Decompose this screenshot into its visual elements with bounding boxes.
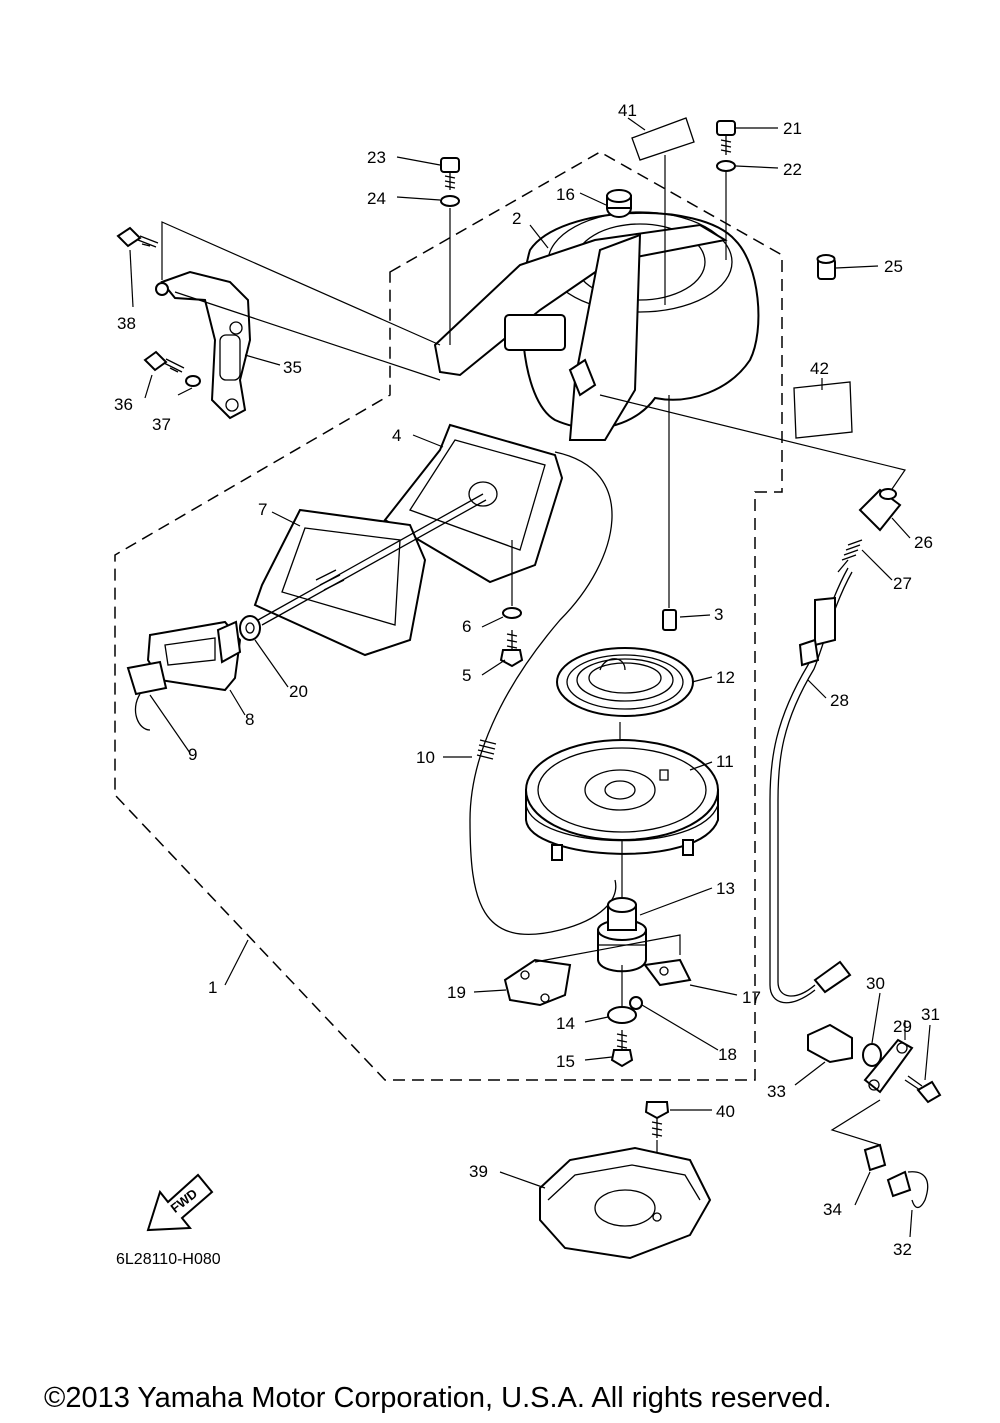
callout-36: 36 xyxy=(114,395,133,414)
bolt-15 xyxy=(610,1030,634,1068)
callout-24: 24 xyxy=(367,189,386,208)
shaft-13 xyxy=(597,840,647,973)
leader-lines xyxy=(129,117,931,1238)
bolt-38 xyxy=(116,226,159,248)
callout-41: 41 xyxy=(618,101,637,120)
callout-40: 40 xyxy=(716,1102,735,1121)
callout-4: 4 xyxy=(392,426,401,445)
callout-31: 31 xyxy=(921,1005,940,1024)
callout-8: 8 xyxy=(245,710,254,729)
bolt-5 xyxy=(499,630,524,668)
callout-7: 7 xyxy=(258,500,267,519)
callout-42: 42 xyxy=(810,359,829,378)
callout-23: 23 xyxy=(367,148,386,167)
bolt-36 xyxy=(143,350,185,373)
callout-15: 15 xyxy=(556,1052,575,1071)
bracket-33 xyxy=(807,1023,853,1064)
callout-27: 27 xyxy=(893,574,912,593)
callout-25: 25 xyxy=(884,257,903,276)
callout-18: 18 xyxy=(718,1045,737,1064)
callout-38: 38 xyxy=(117,314,136,333)
callout-30: 30 xyxy=(866,974,885,993)
bushing-25 xyxy=(816,254,836,280)
callout-39: 39 xyxy=(469,1162,488,1181)
decal-42 xyxy=(793,381,853,439)
rope-guide-20 xyxy=(239,615,261,641)
callout-9: 9 xyxy=(188,745,197,764)
start-cable-28 xyxy=(769,559,853,1004)
bolt-21 xyxy=(716,120,736,155)
bolt-40 xyxy=(644,1101,670,1138)
clip-34 xyxy=(863,1143,912,1198)
callout-21: 21 xyxy=(783,119,802,138)
collar-30 xyxy=(862,1043,882,1067)
washer-24 xyxy=(440,195,460,207)
callout-34: 34 xyxy=(823,1200,842,1219)
callout-13: 13 xyxy=(716,879,735,898)
ratchet-17 xyxy=(643,958,692,987)
callout-2: 2 xyxy=(512,209,521,228)
diagram-code: 6L28110-H080 xyxy=(116,1251,221,1268)
bolt-23 xyxy=(440,157,460,190)
callout-5: 5 xyxy=(462,666,471,685)
clip-18 xyxy=(629,996,643,1010)
callout-1: 1 xyxy=(208,978,217,997)
plate-19 xyxy=(503,958,572,1007)
starter-rope-10 xyxy=(469,451,617,936)
decal-41 xyxy=(631,117,695,161)
washer-6 xyxy=(502,607,522,619)
bolt-31 xyxy=(904,1075,942,1104)
washer-37 xyxy=(185,375,201,387)
clip-9 xyxy=(126,660,168,731)
plate-39 xyxy=(539,1146,712,1260)
callout-19: 19 xyxy=(447,983,466,1002)
callout-6: 6 xyxy=(462,617,471,636)
callout-33: 33 xyxy=(767,1082,786,1101)
callout-16: 16 xyxy=(556,185,575,204)
cable-end-26 xyxy=(858,488,902,532)
spiral-spring-12 xyxy=(556,647,694,717)
sheave-drum-11 xyxy=(525,739,719,861)
washer-14 xyxy=(607,1006,637,1024)
pin-3 xyxy=(662,609,677,631)
lever-29 xyxy=(863,1038,914,1094)
grommet-16 xyxy=(606,189,632,218)
callout-12: 12 xyxy=(716,668,735,687)
callout-37: 37 xyxy=(152,415,171,434)
fwd-arrow-icon: FWD xyxy=(146,1173,214,1232)
callout-28: 28 xyxy=(830,691,849,710)
callout-20: 20 xyxy=(289,682,308,701)
callout-14: 14 xyxy=(556,1014,575,1033)
assembly-boundary xyxy=(114,151,783,1081)
callout-11: 11 xyxy=(716,752,734,771)
callout-35: 35 xyxy=(283,358,302,377)
callout-10: 10 xyxy=(416,748,435,767)
callout-26: 26 xyxy=(914,533,933,552)
copyright-notice: ©2013 Yamaha Motor Corporation, U.S.A. A… xyxy=(44,1382,832,1414)
callout-29: 29 xyxy=(893,1017,912,1036)
callout-3: 3 xyxy=(714,605,723,624)
washer-22 xyxy=(716,160,736,172)
starter-housing xyxy=(433,211,760,441)
spring-27 xyxy=(841,539,863,561)
callout-17: 17 xyxy=(742,988,761,1007)
bracket-35 xyxy=(155,270,252,420)
pin-32 xyxy=(907,1171,929,1209)
callout-22: 22 xyxy=(783,160,802,179)
callout-32: 32 xyxy=(893,1240,912,1259)
callout-labels: 1 2 3 4 5 6 7 8 9 10 11 12 13 14 15 16 1… xyxy=(114,101,940,1259)
